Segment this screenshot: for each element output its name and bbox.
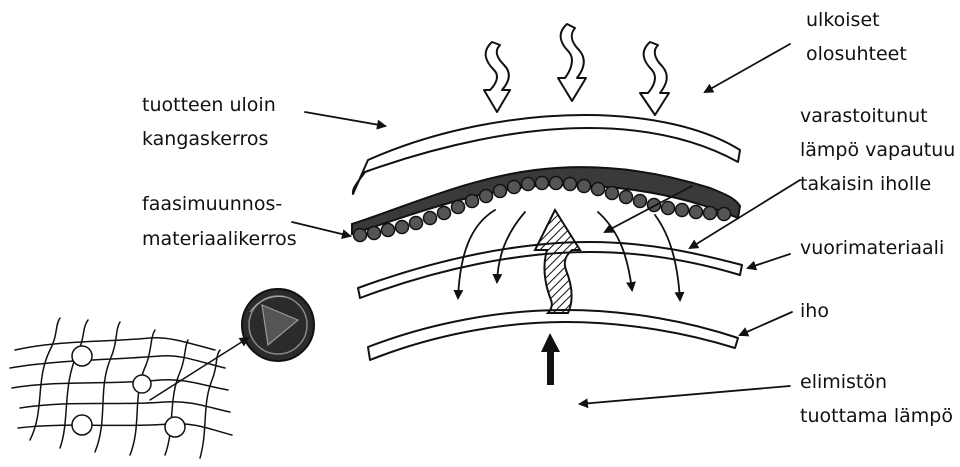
wavy-hollow-down-arrow-icon [484,42,510,112]
label-stored-heat: varastoitunut lämpö vapautuu takaisin ih… [800,105,955,195]
label-outer-conditions: ulkoiset olosuhteet [806,9,907,65]
svg-text:takaisin iholle: takaisin iholle [800,173,931,195]
svg-text:olosuhteet: olosuhteet [806,43,907,65]
svg-text:tuottama lämpö: tuottama lämpö [800,405,953,427]
svg-text:kangaskerros: kangaskerros [142,128,268,150]
svg-text:vuorimateriaali: vuorimateriaali [800,237,944,259]
solid-up-arrow-icon [541,333,560,385]
hatched-up-arrow-icon [535,210,580,313]
label-lining: vuorimateriaali [800,237,944,259]
svg-text:materiaalikerros: materiaalikerros [142,228,297,250]
leader-outer-conditions [705,44,790,92]
magnify-leader [150,338,248,400]
svg-text:tuotteen uloin: tuotteen uloin [142,94,276,116]
leader-body-heat [580,386,790,404]
label-skin: iho [800,300,829,322]
wavy-hollow-down-arrow-icon [558,24,586,101]
label-pcm-layer: faasimuunnos- materiaalikerros [142,193,297,250]
svg-text:varastoitunut: varastoitunut [800,105,928,127]
label-outer-fabric: tuotteen uloin kangaskerros [142,94,276,150]
leader-outer-fabric [305,112,385,126]
svg-text:ulkoiset: ulkoiset [806,9,880,31]
svg-text:faasimuunnos-: faasimuunnos- [142,193,282,215]
leader-skin [740,312,792,335]
svg-text:elimistön: elimistön [800,371,887,393]
leader-pcm-layer [292,222,350,236]
label-body-heat: elimistön tuottama lämpö [800,371,953,427]
microcapsule-magnified-icon [242,289,314,361]
leader-lining [748,254,790,268]
outer-heat-arrows [484,24,669,115]
svg-text:iho: iho [800,300,829,322]
svg-text:lämpö vapautuu: lämpö vapautuu [800,139,955,161]
fiber-mesh-icon [10,318,232,458]
wavy-hollow-down-arrow-icon [640,42,669,115]
